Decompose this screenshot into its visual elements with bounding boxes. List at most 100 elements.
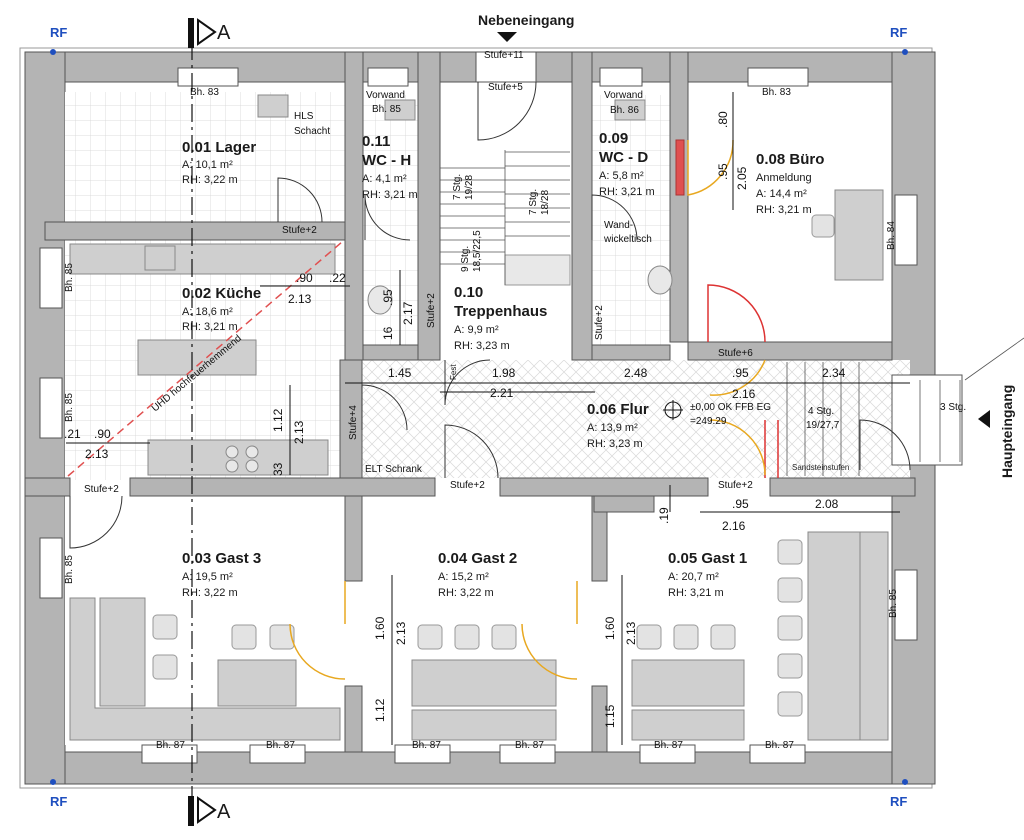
dim-145: 1.45 [388,366,412,380]
vorwand-label-wcd: Vorwand [604,90,643,101]
step-label-s4: Stufe+4 [348,405,359,440]
stairs [440,150,961,476]
room-area: A: 9,9 m² [454,324,499,336]
dim-248: 2.48 [624,366,648,380]
side-entrance-label: Nebeneingang [478,12,574,28]
room-height: RH: 3,22 m [182,174,238,186]
stairs-4-label: 4 Stg. [808,406,834,417]
section-arrow-top [197,18,217,46]
sill-label-kueche-2: Bh. 85 [64,393,75,422]
ffb-label: ±0,00 OK FFB EG [690,402,771,413]
doors [69,81,911,680]
dim-217: 2.17 [401,301,415,325]
dim-213-window: 2.13 [85,447,109,461]
room-treppenhaus: 0.10 Treppenhaus A: 9,9 m² RH: 3,23 m [454,284,547,352]
room-name: 0.04 Gast 2 [438,550,517,567]
room-gast3: 0.03 Gast 3 A: 19,5 m² RH: 3,22 m [182,550,261,599]
step-label-treppe-right: Stufe+2 [594,305,605,340]
step-label-gast1: Stufe+2 [718,480,753,491]
sill-label-kueche-1: Bh. 85 [64,263,75,292]
hls-label-2: Schacht [294,126,330,137]
room-name-label: Treppenhaus [454,303,547,320]
sill-label-buero-side: Bh. 84 [886,221,897,250]
rf-marker-tl: RF [50,25,67,40]
dim-095-wch: .95 [381,289,395,306]
dim-112-kueche: 1.12 [271,408,285,432]
sill-label-gast3-side: Bh. 85 [64,555,75,584]
main-entrance-label: Haupteingang [999,385,1015,478]
room-height: RH: 3,21 m [362,189,418,201]
rf-marker-bl: RF [50,794,67,809]
sandstein-label: Sandsteinstufen [792,463,849,472]
dim-213-gast2: 2.13 [394,621,408,645]
vorwand-label-wch: Vorwand [366,90,405,101]
dim-213-gast1: 2.13 [624,621,638,645]
room-area: A: 18,6 m² [182,306,233,318]
rf-marker-br: RF [890,794,907,809]
uhd-line [67,241,343,477]
dim-160-gast1: 1.60 [603,616,617,640]
stairs-9-label: 9 Stg. [460,246,471,272]
fest-label: Fest [449,364,458,380]
section-label-top: A [217,22,231,44]
elt-label: ELT Schrank [365,464,423,475]
room-height: RH: 3,22 m [182,587,238,599]
step-label-gast3: Stufe+2 [84,484,119,495]
sill-label-gast2-a: Bh. 87 [412,740,441,751]
room-area: A: 5,8 m² [599,170,644,182]
step-label-treppe-left: Stufe+2 [426,293,437,328]
room-height: RH: 3,23 m [587,438,643,450]
stairs-7a-ratio: 19/28 [464,175,475,200]
ffb-value: =249.29 [690,416,727,427]
room-area: A: 20,7 m² [668,571,719,583]
rf-corners [50,49,908,785]
sill-label-wcd: Bh. 86 [610,105,639,116]
room-name-number: 0.10 [454,284,483,301]
dim-033: 33 [271,462,285,476]
room-gast2: 0.04 Gast 2 A: 15,2 m² RH: 3,22 m [438,550,517,599]
room-area: A: 19,5 m² [182,571,233,583]
dim-090-window: .90 [94,427,111,441]
room-name: 0.08 Büro [756,151,824,168]
section-arrow-bottom [197,796,217,824]
dim-090-kueche: .90 [296,271,313,285]
room-buero: 0.08 Büro Anmeldung A: 14,4 m² RH: 3,21 … [756,151,824,216]
room-name-label: WC - H [362,152,411,169]
step-label-s5: Stufe+5 [488,82,523,93]
room-gast1: 0.05 Gast 1 A: 20,7 m² RH: 3,21 m [668,550,747,599]
room-area: A: 10,1 m² [182,159,233,171]
inner-walls [24,51,916,753]
sill-label-gast2-b: Bh. 87 [515,740,544,751]
dim-080: .80 [716,111,730,128]
main-entrance-arrow [978,410,990,428]
rf-marker-tr: RF [890,25,907,40]
room-wc-h: 0.11 WC - H A: 4,1 m² RH: 3,21 m [362,133,418,201]
dim-198: 1.98 [492,366,516,380]
dim-221: 2.21 [490,386,514,400]
stairs-9-ratio: 18,5/22,5 [472,230,483,272]
windows [39,51,963,764]
room-height: RH: 3,23 m [454,340,510,352]
sill-label-gast1-a: Bh. 87 [654,740,683,751]
room-name: 0.06 Flur [587,401,649,418]
dim-112-gast2: 1.12 [373,698,387,722]
wickeltisch-label: Wand- [604,220,633,231]
step-label-s6: Stufe+6 [718,348,753,359]
dim-022: .22 [329,271,346,285]
room-area: A: 4,1 m² [362,173,407,185]
room-name-number: 0.09 [599,130,628,147]
dim-234: 2.34 [822,366,846,380]
stairs-4-ratio: 19/27,7 [806,420,840,431]
dim-208: 2.08 [815,497,839,511]
stairs-7b-label: 7 Stg. [528,189,539,215]
dim-095-gast1: .95 [732,497,749,511]
dim-115: 1.15 [603,704,617,728]
room-name: 0.03 Gast 3 [182,550,261,567]
dim-095-flur: .95 [732,366,749,380]
sill-label-buero-top: Bh. 83 [762,87,791,98]
room-height: RH: 3,21 m [668,587,724,599]
room-lager: 0.01 Lager A: 10,1 m² RH: 3,22 m [182,139,256,186]
room-area: A: 14,4 m² [756,188,807,200]
room-height: RH: 3,21 m [182,321,238,333]
